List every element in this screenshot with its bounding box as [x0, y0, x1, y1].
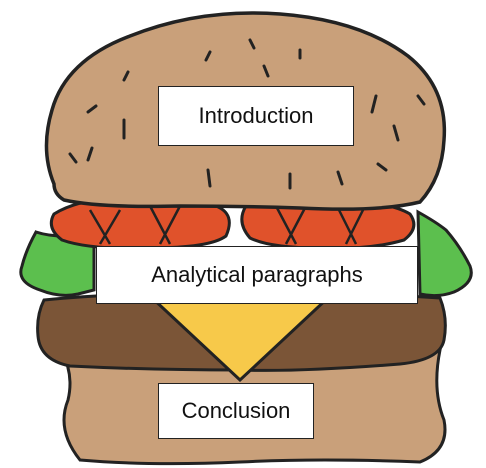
tomato-layer — [49, 197, 416, 250]
sesame-seeds — [68, 38, 426, 190]
analytical-paragraphs-label: Analytical paragraphs — [96, 246, 418, 304]
introduction-label: Introduction — [158, 86, 354, 146]
lettuce-layer-right — [416, 209, 473, 298]
conclusion-label: Conclusion — [158, 383, 314, 439]
